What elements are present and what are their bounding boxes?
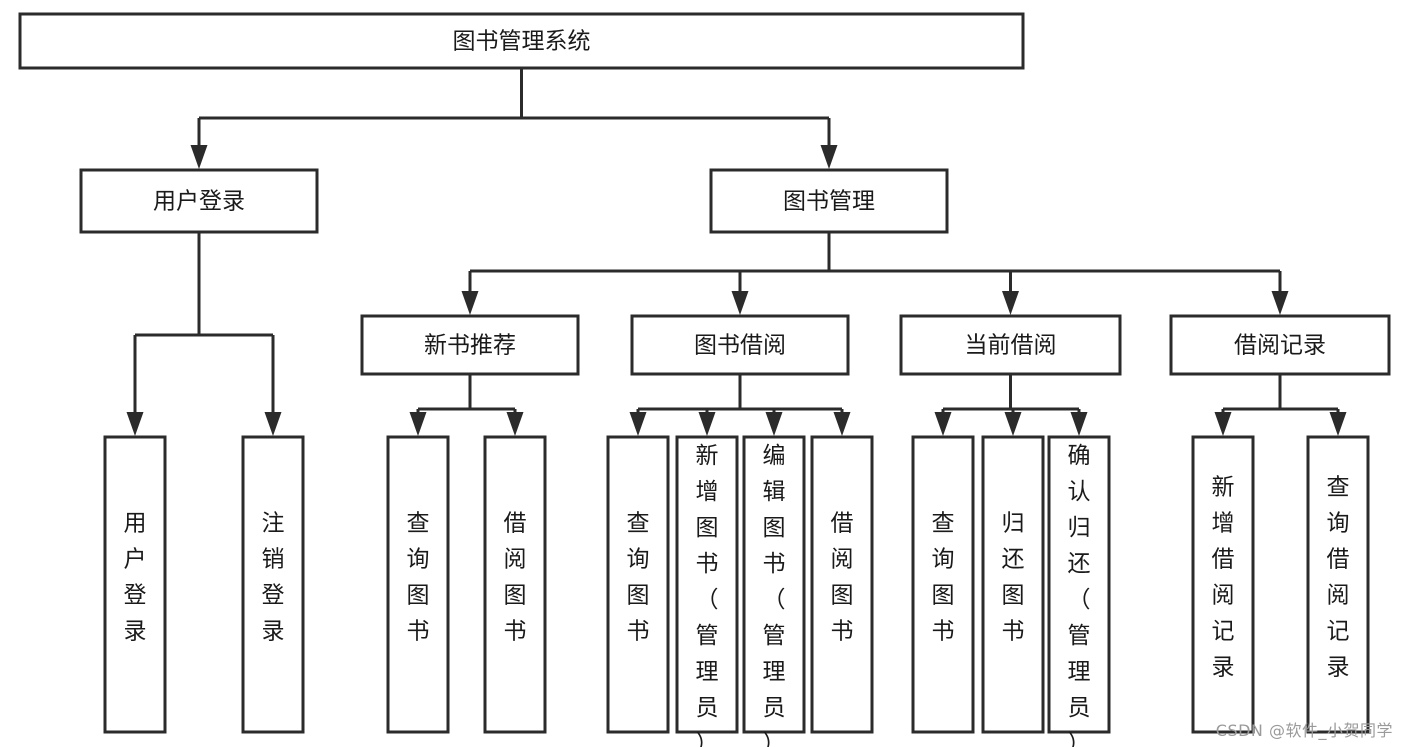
node-n-borrow[interactable]: 图书借阅 — [630, 314, 850, 376]
arrow-head-icon — [264, 412, 282, 436]
node-l-rec-1[interactable]: 新增借阅记录 — [1191, 435, 1255, 734]
arrow-head-icon — [1214, 412, 1232, 436]
arrow-head-icon — [1329, 412, 1347, 436]
connector-layer — [126, 68, 1347, 436]
node-l-rec-2[interactable]: 查询借阅记录 — [1306, 435, 1370, 734]
node-l-new-1[interactable]: 查询图书 — [386, 435, 450, 734]
arrow-head-icon — [731, 291, 749, 315]
node-label: 图书借阅 — [694, 333, 786, 359]
node-box[interactable] — [709, 168, 949, 234]
node-n-record[interactable]: 借阅记录 — [1169, 314, 1391, 376]
node-l-bor-4[interactable]: 借阅图书 — [810, 435, 874, 734]
arrow-head-icon — [833, 412, 851, 436]
node-label: 借阅记录 — [1234, 333, 1326, 359]
node-l-bor-3[interactable]: 编辑图书（管理员） — [742, 435, 806, 747]
node-label: 借阅图书 — [831, 511, 854, 645]
arrow-head-icon — [698, 412, 716, 436]
arrow-head-icon — [506, 412, 524, 436]
node-label: 确认归还（管理员） — [1068, 443, 1091, 747]
arrow-head-icon — [461, 291, 479, 315]
node-l-cur-2[interactable]: 归还图书 — [981, 435, 1045, 734]
node-box[interactable] — [899, 314, 1122, 376]
watermark-label: CSDN @软件_小贺同学 — [1215, 721, 1393, 740]
node-n-login[interactable]: 用户登录 — [79, 168, 319, 234]
node-box[interactable] — [483, 435, 547, 734]
node-box[interactable] — [1047, 435, 1111, 734]
node-box[interactable] — [911, 435, 975, 734]
arrow-head-icon — [820, 145, 838, 169]
arrow-head-icon — [629, 412, 647, 436]
node-label: 查询借阅记录 — [1327, 475, 1350, 681]
node-l-cur-3[interactable]: 确认归还（管理员） — [1047, 435, 1111, 747]
arrow-head-icon — [190, 145, 208, 169]
node-label: 新书推荐 — [424, 333, 516, 359]
node-l-login-1[interactable]: 用户登录 — [103, 435, 167, 734]
node-box[interactable] — [360, 314, 580, 376]
node-box[interactable] — [1306, 435, 1370, 734]
node-box[interactable] — [630, 314, 850, 376]
node-n-current[interactable]: 当前借阅 — [899, 314, 1122, 376]
node-label: 图书管理 — [783, 189, 875, 215]
node-l-bor-1[interactable]: 查询图书 — [606, 435, 670, 734]
node-l-bor-2[interactable]: 新增图书（管理员） — [675, 435, 739, 747]
node-label: 查询图书 — [627, 511, 650, 645]
node-box[interactable] — [18, 12, 1025, 70]
arrow-head-icon — [1002, 291, 1019, 315]
node-n-bookmgmt[interactable]: 图书管理 — [709, 168, 949, 234]
node-l-cur-1[interactable]: 查询图书 — [911, 435, 975, 734]
node-box[interactable] — [675, 435, 739, 734]
node-box[interactable] — [1191, 435, 1255, 734]
node-label: 查询图书 — [407, 511, 430, 645]
node-box[interactable] — [810, 435, 874, 734]
arrow-head-icon — [1004, 412, 1022, 436]
node-l-login-2[interactable]: 注销登录 — [241, 435, 305, 734]
node-n-newbook[interactable]: 新书推荐 — [360, 314, 580, 376]
node-box[interactable] — [1169, 314, 1391, 376]
node-root[interactable]: 图书管理系统 — [18, 12, 1025, 70]
node-label: 归还图书 — [1002, 511, 1025, 645]
arrow-head-icon — [934, 412, 952, 436]
node-box[interactable] — [103, 435, 167, 734]
node-box[interactable] — [742, 435, 806, 734]
node-label: 新增借阅记录 — [1212, 475, 1235, 681]
node-box[interactable] — [241, 435, 305, 734]
node-label: 新增图书（管理员） — [696, 443, 719, 747]
node-label: 图书管理系统 — [453, 29, 591, 55]
node-label: 借阅图书 — [504, 511, 527, 645]
node-label: 用户登录 — [124, 511, 147, 645]
node-box[interactable] — [386, 435, 450, 734]
node-label: 查询图书 — [932, 511, 955, 645]
node-label: 编辑图书（管理员） — [763, 443, 786, 747]
node-label: 注销登录 — [262, 511, 285, 645]
arrow-head-icon — [409, 412, 427, 436]
node-layer: 图书管理系统用户登录图书管理新书推荐图书借阅当前借阅借阅记录用户登录注销登录查询… — [18, 12, 1391, 747]
arrow-head-icon — [126, 412, 144, 436]
node-box[interactable] — [606, 435, 670, 734]
arrow-head-icon — [1070, 412, 1088, 436]
node-label: 用户登录 — [153, 189, 245, 215]
arrow-head-icon — [765, 412, 783, 436]
node-box[interactable] — [79, 168, 319, 234]
node-box[interactable] — [981, 435, 1045, 734]
node-l-new-2[interactable]: 借阅图书 — [483, 435, 547, 734]
node-label: 当前借阅 — [965, 333, 1057, 359]
arrow-head-icon — [1271, 291, 1289, 315]
